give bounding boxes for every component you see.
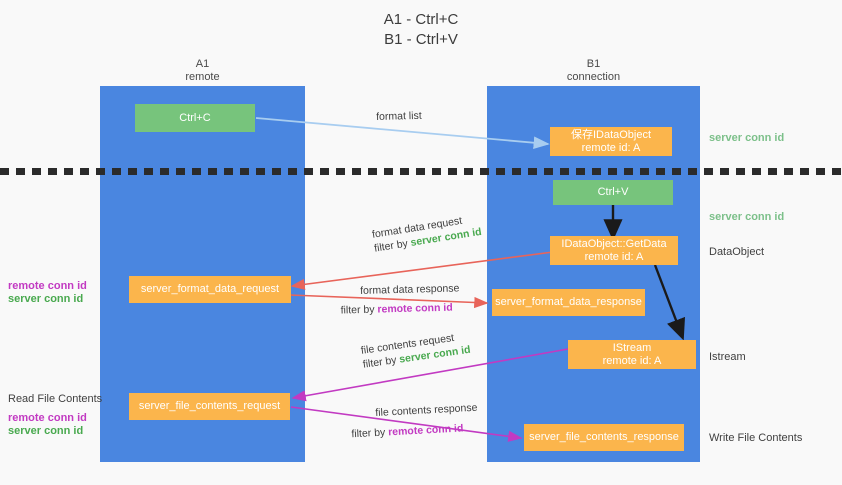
column-a1-sub: remote [185,71,220,83]
label-remote-conn-id-2: remote conn id [8,412,87,424]
node-getdata-line2: remote id: A [584,250,644,263]
label-server-conn-id-1: server conn id [8,293,84,305]
filter-by-value-4: remote conn id [387,422,464,439]
filter-by-prefix-3: filter by [362,353,401,371]
label-istream: Istream [709,351,746,363]
title-line-1: A1 - Ctrl+C [383,11,459,28]
wire-label-format-data-response: format data response filter by remote co… [341,281,460,317]
wire-label-file-contents-response-text: file contents response [375,401,478,419]
wire-label-format-data-response-filter: filter by remote conn id [341,300,461,317]
node-server-file-contents-response[interactable]: server_file_contents_response [524,424,684,451]
label-server-conn-id-2: server conn id [8,425,84,437]
node-server-format-data-response[interactable]: server_format_data_response [492,289,645,316]
node-istream-line2: remote id: A [602,354,662,367]
label-read-file-contents: Read File Contents [8,393,103,405]
label-server-conn-id-top: server conn id [709,132,785,144]
node-save-idataobject[interactable]: 保存IDataObject remote id: A [550,127,672,156]
column-header-b1: B1 connection [487,58,700,84]
node-getdata-line1: IDataObject::GetData [561,237,667,250]
column-header-a1: A1 remote [100,58,305,84]
wire-label-file-contents-request: file contents request filter by server c… [360,329,471,372]
wire-label-file-contents-response-filter: filter by remote conn id [351,421,479,442]
page-title: A1 - Ctrl+C B1 - Ctrl+V [0,10,842,50]
node-ctrl-v[interactable]: Ctrl+V [553,180,673,205]
label-write-file-contents: Write File Contents [709,432,803,444]
wire-label-file-contents-response: file contents response filter by remote … [351,401,479,441]
node-server-file-contents-request[interactable]: server_file_contents_request [129,393,290,420]
node-save-idataobject-line2: remote id: A [581,141,641,154]
wire-label-format-data-response-text: format data response [360,282,460,297]
column-b1-sub: connection [566,71,621,83]
phase-separator-dashed-line [0,168,842,175]
filter-by-prefix-2: filter by [340,303,378,317]
node-istream[interactable]: IStream remote id: A [568,340,696,369]
wire-label-format-list: format list [376,109,422,123]
filter-by-value-2: remote conn id [377,301,453,316]
wire-label-format-data-request: format data request filter by server con… [371,211,483,256]
node-ctrl-c[interactable]: Ctrl+C [135,104,255,132]
label-dataobject: DataObject [709,246,765,258]
title-line-2: B1 - Ctrl+V [384,31,458,48]
node-istream-line1: IStream [612,341,652,354]
label-remote-conn-id-1: remote conn id [8,280,87,292]
column-b1-name: B1 [586,58,601,70]
node-idataobject-getdata[interactable]: IDataObject::GetData remote id: A [550,236,678,265]
filter-by-prefix-4: filter by [351,426,389,441]
label-server-conn-id-mid: server conn id [709,211,785,223]
node-server-format-data-request[interactable]: server_format_data_request [129,276,291,303]
column-a1-name: A1 [195,58,210,70]
node-save-idataobject-line1: 保存IDataObject [570,128,652,141]
